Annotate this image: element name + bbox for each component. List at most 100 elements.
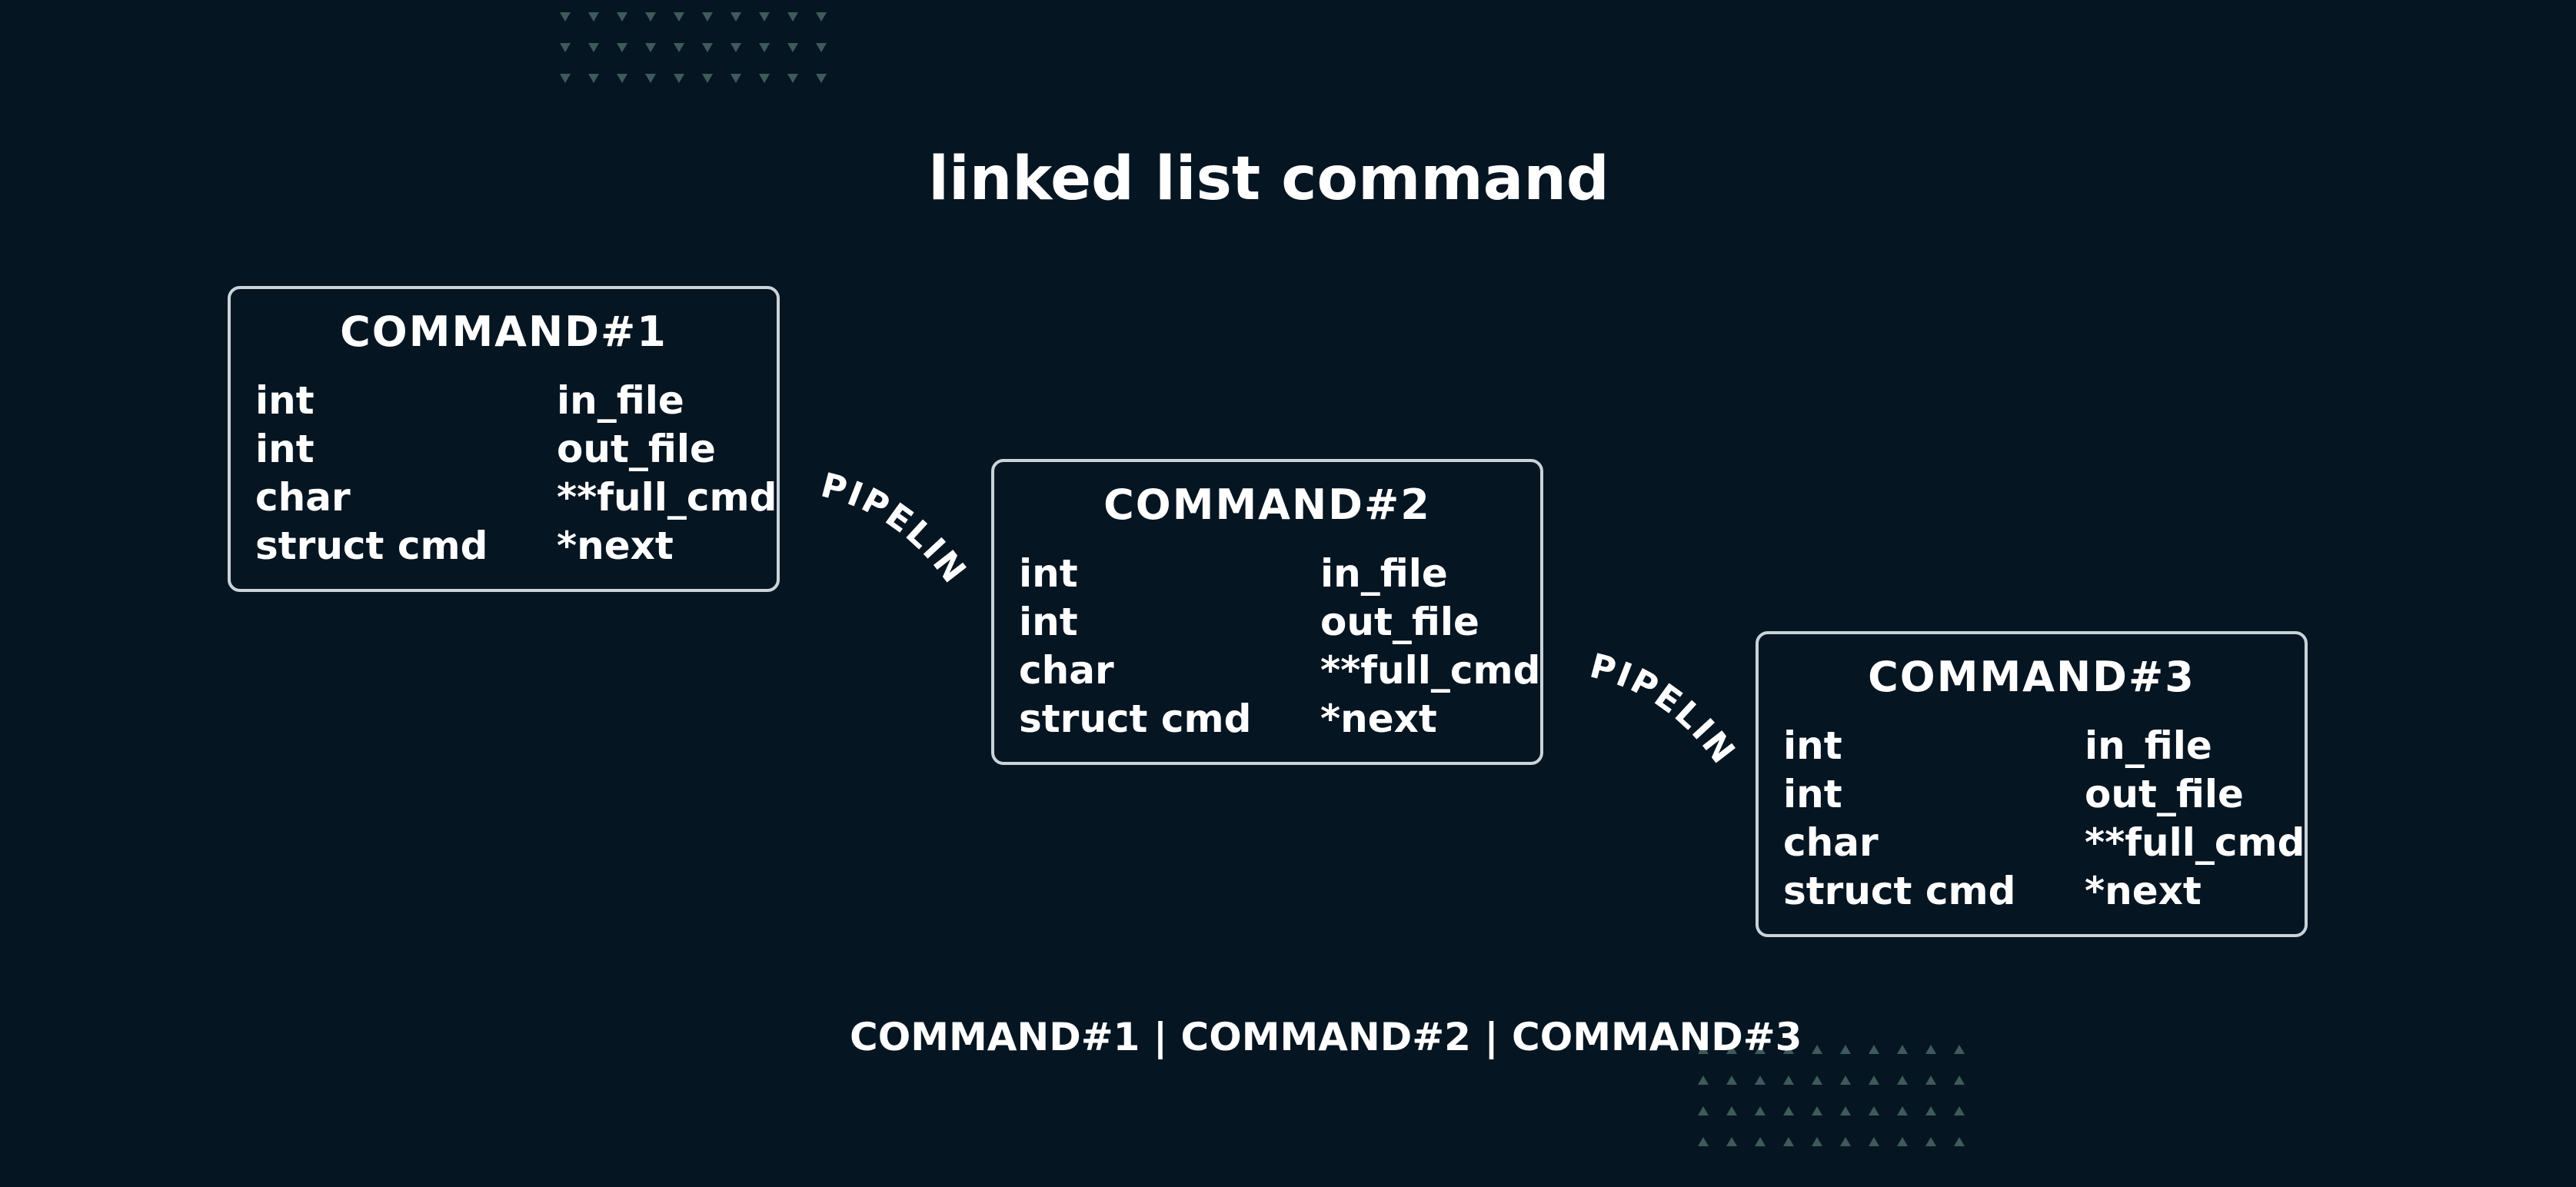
field-type: struct cmd — [255, 524, 488, 568]
decorative-triangle — [702, 74, 713, 83]
field-type: struct cmd — [1019, 697, 1252, 741]
decorative-triangle — [759, 74, 770, 83]
field-type: struct cmd — [1783, 869, 2016, 913]
decorative-triangle — [617, 43, 627, 52]
field-name: in_file — [1320, 551, 1448, 596]
decorative-triangle — [1755, 1106, 1766, 1116]
decorative-triangle — [702, 12, 713, 22]
pipeline-connector-1: PIPELINE — [800, 469, 975, 592]
decorative-triangle — [617, 12, 627, 22]
command-box-3: COMMAND#3 int in_file int out_file char … — [1756, 631, 2308, 937]
decorative-triangle — [1812, 1106, 1822, 1116]
decorative-triangle — [1726, 1137, 1737, 1146]
decorative-triangle — [674, 43, 684, 52]
decorative-triangle — [1897, 1137, 1908, 1146]
decorative-triangle — [645, 74, 656, 83]
decorative-triangle — [588, 43, 599, 52]
decorative-triangle — [1726, 1106, 1737, 1116]
command-box-1: COMMAND#1 int in_file int out_file char … — [228, 286, 780, 592]
decorative-triangle — [1869, 1106, 1879, 1116]
field-name: *next — [2085, 869, 2202, 913]
decorative-triangle — [787, 12, 798, 22]
field-type: char — [1783, 820, 1879, 865]
decorative-triangle — [617, 74, 627, 83]
decorative-triangle — [702, 43, 713, 52]
decorative-triangle — [1840, 1045, 1851, 1054]
decorative-triangle — [759, 43, 770, 52]
decorative-triangle — [1755, 1137, 1766, 1146]
command-title: COMMAND#3 — [1868, 653, 2195, 701]
decorative-triangle — [1925, 1137, 1936, 1146]
field-type: int — [1783, 723, 1842, 768]
decorative-triangle — [759, 12, 770, 22]
decorative-triangle — [1698, 1076, 1709, 1085]
decorative-triangle — [674, 74, 684, 83]
decorative-triangle — [1954, 1137, 1965, 1146]
field-name: in_file — [2085, 723, 2212, 768]
decorative-triangle — [1698, 1045, 1709, 1054]
decorative-triangle — [588, 12, 599, 22]
decorative-triangle — [1726, 1045, 1737, 1054]
field-name: out_file — [2085, 772, 2244, 816]
decorative-triangle — [645, 12, 656, 22]
decorative-triangle — [816, 12, 827, 22]
field-name: *next — [1320, 697, 1437, 741]
field-type: int — [1019, 551, 1078, 596]
pipeline-label: PIPELINE — [800, 469, 975, 592]
field-type: int — [1783, 772, 1842, 816]
field-type: int — [1019, 600, 1078, 644]
field-type: char — [255, 475, 351, 520]
field-name: in_file — [557, 378, 684, 423]
decorative-triangle — [1726, 1076, 1737, 1085]
decorative-triangle — [731, 74, 741, 83]
decorative-triangle — [1897, 1045, 1908, 1054]
decorative-triangle — [1954, 1106, 1965, 1116]
decorative-triangle — [731, 12, 741, 22]
pipeline-expression: COMMAND#1 | COMMAND#2 | COMMAND#3 — [850, 1015, 1802, 1059]
decorative-triangle — [1840, 1076, 1851, 1085]
field-name: **full_cmd — [1320, 648, 1541, 693]
decorative-triangle — [816, 74, 827, 83]
decorative-triangle — [1840, 1137, 1851, 1146]
decorative-triangle — [1755, 1076, 1766, 1085]
diagram-title: linked list command — [928, 145, 1609, 214]
decorative-triangle — [1897, 1106, 1908, 1116]
field-name: **full_cmd — [2085, 820, 2305, 865]
decorative-triangle — [731, 43, 741, 52]
decorative-triangle — [787, 43, 798, 52]
command-title: COMMAND#1 — [340, 308, 667, 356]
field-name: out_file — [557, 427, 716, 471]
decorative-triangle — [1698, 1137, 1709, 1146]
decorative-triangle — [674, 12, 684, 22]
command-box-2: COMMAND#2 int in_file int out_file char … — [991, 459, 1543, 765]
decorative-triangle — [588, 74, 599, 83]
decorative-triangle — [787, 74, 798, 83]
decorative-triangle — [1812, 1137, 1822, 1146]
decorative-triangle — [1698, 1106, 1709, 1116]
decorative-triangle — [1783, 1137, 1794, 1146]
decorative-triangle — [1783, 1106, 1794, 1116]
decorative-triangle — [1869, 1045, 1879, 1054]
decorative-triangle — [1783, 1045, 1794, 1054]
decorative-triangle — [645, 43, 656, 52]
command-title: COMMAND#2 — [1103, 480, 1431, 529]
decorative-triangle — [1869, 1137, 1879, 1146]
decorative-triangle — [1869, 1076, 1879, 1085]
field-type: char — [1019, 648, 1114, 693]
decorative-triangle — [1755, 1045, 1766, 1054]
pipeline-label: PIPELINE — [1569, 646, 1744, 773]
pipeline-connector-2: PIPELINE — [1569, 646, 1744, 773]
decorative-triangle — [1812, 1045, 1822, 1054]
decorative-triangle — [1925, 1076, 1936, 1085]
decorative-triangle-grid-bottom — [1698, 1045, 1965, 1146]
field-type: int — [255, 378, 315, 423]
decorative-triangle — [1812, 1076, 1822, 1085]
decorative-triangle — [1783, 1076, 1794, 1085]
field-name: **full_cmd — [557, 475, 777, 520]
decorative-triangle — [1897, 1076, 1908, 1085]
decorative-triangle — [1954, 1076, 1965, 1085]
decorative-triangle-grid-top — [560, 12, 827, 83]
decorative-triangle — [1925, 1106, 1936, 1116]
field-type: int — [255, 427, 315, 471]
decorative-triangle — [1925, 1045, 1936, 1054]
